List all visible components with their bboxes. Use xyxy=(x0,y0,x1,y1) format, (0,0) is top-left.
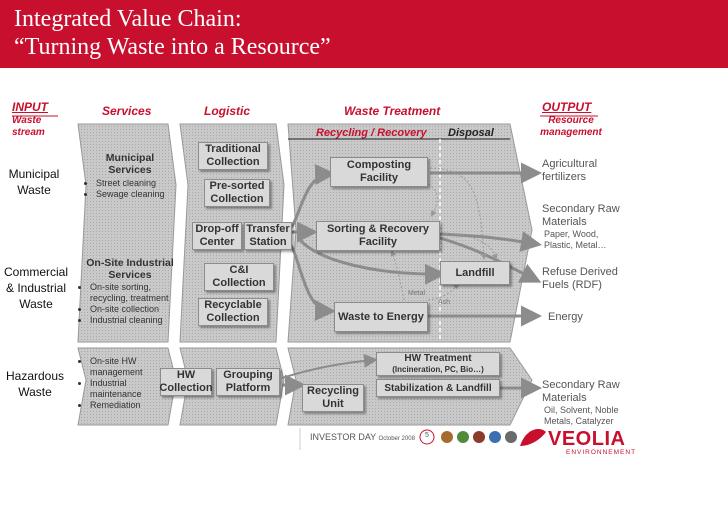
composting-facility-box: Composting Facility xyxy=(330,157,428,187)
photo-thumb-1 xyxy=(441,431,453,443)
photo-thumb-2 xyxy=(457,431,469,443)
list-item: Sewage cleaning xyxy=(96,189,172,200)
onsite-services-title: On-Site Industrial Services xyxy=(86,257,174,281)
onsite-services-list: On-site sorting, recycling, treatment On… xyxy=(80,282,172,326)
footer-date: October 2008 xyxy=(378,436,415,442)
dropoff-center-box: Drop-off Center xyxy=(192,222,242,250)
list-item: Street cleaning xyxy=(96,178,172,189)
footer-event: INVESTOR DAY October 2008 xyxy=(310,432,415,442)
veolia-brand-sub: ENVIRONNEMENT xyxy=(566,449,637,456)
veolia-logo-icon xyxy=(520,428,546,446)
list-item: On-site collection xyxy=(90,304,172,315)
list-item: On-site sorting, recycling, treatment xyxy=(90,282,172,304)
traditional-collection-box: Traditional Collection xyxy=(198,142,268,170)
metal-label: Metal xyxy=(408,290,426,297)
list-item: Industrial maintenance xyxy=(90,378,166,400)
row-commercial-industrial-waste: Commercial & Industrial Waste xyxy=(3,265,68,311)
recycling-subheader: Recycling / Recovery xyxy=(316,127,427,139)
title-line-1: Integrated Value Chain: xyxy=(14,6,242,32)
hw-collection-box: HW Collection xyxy=(159,368,213,396)
hw-treatment-title: HW Treatment xyxy=(404,353,472,364)
output-subheader: Resource management xyxy=(540,115,602,138)
grouping-platform-box: Grouping Platform xyxy=(216,368,280,396)
output-energy: Energy xyxy=(548,311,583,323)
title-banner: Integrated Value Chain: “Turning Waste i… xyxy=(0,0,728,68)
row-municipal-waste: Municipal Waste xyxy=(8,167,60,197)
stabilization-landfill-box: Stabilization & Landfill xyxy=(376,379,500,397)
output-agricultural-fertilizers: Agricultural fertilizers xyxy=(542,158,598,183)
waste-to-energy-box: Waste to Energy xyxy=(334,302,428,332)
disposal-subheader: Disposal xyxy=(448,127,494,139)
municipal-services-list: Street cleaning Sewage cleaning xyxy=(86,178,172,200)
photo-thumb-4 xyxy=(489,431,501,443)
list-item: Industrial cleaning xyxy=(90,315,172,326)
output-secondary-raw-materials: Secondary Raw Materials xyxy=(542,203,620,228)
page-number-circle xyxy=(419,429,435,445)
landfill-box: Landfill xyxy=(440,261,510,285)
output-rdf: Refuse Derived Fuels (RDF) xyxy=(542,266,618,291)
ci-collection-box: C&I Collection xyxy=(204,263,274,291)
waste-treatment-header: Waste Treatment xyxy=(344,104,441,118)
presorted-collection-box: Pre-sorted Collection xyxy=(204,179,270,207)
services-header: Services xyxy=(102,104,152,118)
logistic-header: Logistic xyxy=(204,104,251,118)
output-secondary-raw-materials-hw: Secondary Raw Materials xyxy=(542,379,620,404)
recyclable-collection-box: Recyclable Collection xyxy=(198,298,268,326)
transfer-station-box: Transfer Station xyxy=(244,222,292,250)
recycling-unit-box: Recycling Unit xyxy=(302,384,364,412)
input-header: INPUT xyxy=(12,100,48,114)
list-item: On-site HW management xyxy=(90,356,166,378)
page-number: 5 xyxy=(425,432,429,439)
hw-treatment-subtitle: (Incineration, PC, Bio…) xyxy=(392,365,484,374)
input-subheader: Waste stream xyxy=(12,115,45,138)
sorting-recovery-facility-box: Sorting & Recovery Facility xyxy=(316,221,440,251)
hw-services-list: On-site HW management Industrial mainten… xyxy=(80,356,166,411)
output-header: OUTPUT xyxy=(542,100,592,114)
footer-event-name: INVESTOR DAY xyxy=(310,432,377,442)
photo-thumb-3 xyxy=(473,431,485,443)
row-hazardous-waste: Hazardous Waste xyxy=(5,369,65,399)
hw-services-band xyxy=(77,347,177,426)
ash-label: Ash xyxy=(438,299,451,306)
hw-treatment-box: HW Treatment (Incineration, PC, Bio…) xyxy=(376,352,500,376)
services-band xyxy=(77,123,177,343)
output-srm2-detail: Oil, Solvent, Noble Metals, Catalyzer xyxy=(544,405,619,426)
list-item: Remediation xyxy=(90,400,166,411)
output-srm-detail: Paper, Wood, Plastic, Metal… xyxy=(544,229,607,250)
veolia-brand: VEOLIA xyxy=(548,428,626,450)
municipal-services-title: Municipal Services xyxy=(105,152,155,176)
title-line-2: “Turning Waste into a Resource” xyxy=(14,34,331,60)
photo-thumb-5 xyxy=(505,431,517,443)
